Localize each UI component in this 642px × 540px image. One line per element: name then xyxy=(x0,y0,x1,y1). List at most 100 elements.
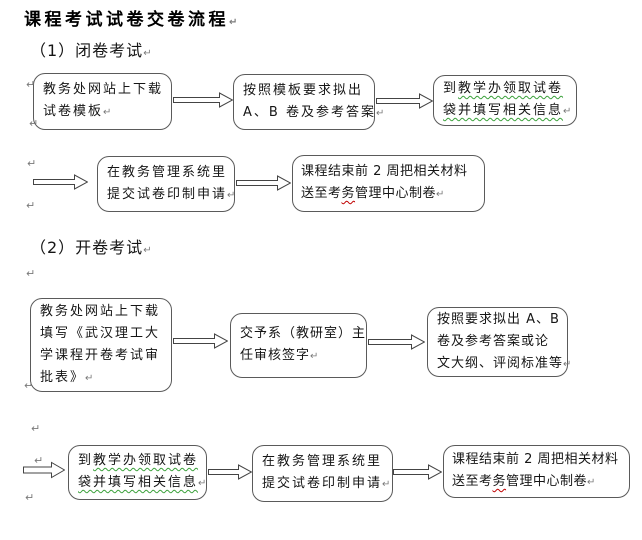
flow-box-line: 教务处网站上下载 xyxy=(40,301,162,323)
text-run: 到 xyxy=(443,81,459,96)
paragraph-mark-icon: ↵ xyxy=(382,479,391,490)
text-run-grammar-flagged: 教学办领取试卷 xyxy=(93,453,199,468)
flow-box-line: 送至考务管理中心制卷↵ xyxy=(301,183,476,206)
paragraph-mark-icon: ↵ xyxy=(198,478,207,489)
flow-box-line: 提交试卷印制申请↵ xyxy=(107,184,235,207)
text-run: 按照要求拟出 A、B xyxy=(437,311,560,327)
flow-box-line: 课程结束前 2 周把相关材料 xyxy=(452,449,621,471)
paragraph-mark-icon: ↵ xyxy=(29,117,39,130)
flow-arrow-right-icon xyxy=(376,92,433,110)
flow-arrow-right-icon xyxy=(23,461,65,479)
flow-box-line: 课程结束前 2 周把相关材料 xyxy=(301,161,476,183)
paragraph-mark-icon: ↵ xyxy=(563,358,572,370)
text-run: 提交试卷印制申请 xyxy=(107,186,228,202)
text-run-grammar-flagged: 教学办领取试卷 xyxy=(458,81,564,96)
text-run-grammar-flagged: 袋并填写相关信息 xyxy=(443,103,564,118)
section-heading-text: （1）闭卷考试 xyxy=(30,41,144,60)
flow-box-draft-ab-or-thesis: 按照要求拟出 A、B 卷及参考答案或论 文大纲、评阅标准等↵ xyxy=(427,307,571,377)
flow-box-submit-print-request-open: 在教务管理系统里 提交试卷印制申请↵ xyxy=(252,445,393,502)
flow-box-line: 填写《武汉理工大 xyxy=(40,323,162,345)
paragraph-mark-icon: ↵ xyxy=(34,454,44,467)
text-run: 任审核签字 xyxy=(240,348,311,363)
flow-box-line: 到教学办领取试卷 xyxy=(443,78,567,100)
text-run: 课程结束前 2 周把相关材料 xyxy=(452,452,619,467)
text-run: 在教务管理系统里 xyxy=(262,454,383,469)
flow-box-line: 学课程开卷考试审 xyxy=(40,345,162,367)
paragraph-mark-icon: ↵ xyxy=(143,245,152,256)
paragraph-mark-icon: ↵ xyxy=(375,107,385,119)
flow-box-deliver-materials-open: 课程结束前 2 周把相关材料 送至考务管理中心制卷↵ xyxy=(443,445,630,498)
page-title-text: 课程考试试卷交卷流程 xyxy=(24,10,229,30)
text-run: 交予系（教研室）主 xyxy=(240,326,367,341)
text-run: 批表》 xyxy=(40,369,86,385)
flow-box-line: 按照要求拟出 A、B xyxy=(437,309,560,331)
paragraph-mark-icon: ↵ xyxy=(229,17,238,28)
text-run: 试卷模板 xyxy=(43,104,104,119)
flow-box-line: 交予系（教研室）主 xyxy=(240,323,365,345)
paragraph-mark-icon: ↵ xyxy=(85,372,94,384)
flow-arrow-right-icon xyxy=(208,463,252,481)
flow-box-line: 袋并填写相关信息↵ xyxy=(443,100,571,123)
text-run: 填写《武汉理工大 xyxy=(40,325,161,341)
flow-box-line: 卷及参考答案或论 xyxy=(437,331,558,353)
flow-box-line: 送至考务管理中心制卷↵ xyxy=(452,471,621,494)
flow-arrow-right-icon xyxy=(173,91,233,109)
flow-box-line: 文大纲、评阅标准等↵ xyxy=(437,353,571,376)
text-run: 课程结束前 2 周把相关材料 xyxy=(301,164,468,179)
flow-box-line: A、B 卷及参考答案↵ xyxy=(243,102,384,125)
flow-box-line: 按照模板要求拟出 xyxy=(243,80,365,102)
text-run: 管理中心制卷 xyxy=(355,186,437,201)
text-run: 在教务管理系统里 xyxy=(107,164,228,180)
page-title: 课程考试试卷交卷流程↵ xyxy=(24,5,237,30)
paragraph-mark-icon: ↵ xyxy=(24,379,34,392)
flow-box-draft-ab-papers: 按照模板要求拟出 A、B 卷及参考答案↵ xyxy=(233,74,384,130)
paragraph-mark-icon: ↵ xyxy=(26,78,36,91)
flow-box-submit-print-request: 在教务管理系统里 提交试卷印制申请↵ xyxy=(97,156,235,212)
paragraph-mark-icon: ↵ xyxy=(310,351,319,362)
flow-arrow-right-icon xyxy=(393,463,442,481)
paragraph-mark-icon: ↵ xyxy=(25,491,35,504)
section-heading-open-exam: （2）开卷考试↵ xyxy=(30,234,152,258)
paragraph-mark-icon: ↵ xyxy=(26,267,36,280)
flow-box-collect-envelope-open: 到教学办领取试卷 袋并填写相关信息↵ xyxy=(68,445,207,500)
flow-box-line: 到教学办领取试卷 xyxy=(78,450,197,472)
text-run: 学课程开卷考试审 xyxy=(40,347,161,363)
flow-box-deliver-materials: 课程结束前 2 周把相关材料 送至考务管理中心制卷↵ xyxy=(292,155,485,212)
flow-box-line: 教务处网站上下载 xyxy=(43,79,162,101)
text-run: 文大纲、评阅标准等 xyxy=(437,355,564,371)
flow-box-line: 提交试卷印制申请↵ xyxy=(262,473,390,496)
paragraph-mark-icon: ↵ xyxy=(27,157,37,170)
text-run: 按照模板要求拟出 xyxy=(243,82,364,98)
section-heading-text: （2）开卷考试 xyxy=(30,238,144,257)
flow-box-download-approval-form: 教务处网站上下载 填写《武汉理工大 学课程开卷考试审 批表》↵ xyxy=(30,298,172,392)
flow-arrow-right-icon xyxy=(236,174,291,192)
flow-box-line: 在教务管理系统里 xyxy=(107,162,225,184)
paragraph-mark-icon: ↵ xyxy=(436,189,445,200)
flow-box-line: 袋并填写相关信息↵ xyxy=(78,472,206,495)
flow-arrow-right-icon xyxy=(33,173,88,191)
text-run: 教务处网站上下载 xyxy=(43,82,164,97)
paragraph-mark-icon: ↵ xyxy=(227,189,236,201)
paragraph-mark-icon: ↵ xyxy=(587,477,596,488)
text-run: A、B 卷及参考答案 xyxy=(243,104,376,120)
flow-box-download-template: 教务处网站上下载 试卷模板↵ xyxy=(33,73,172,130)
flow-box-line: 试卷模板↵ xyxy=(43,101,162,124)
text-run: 提交试卷印制申请 xyxy=(262,476,383,491)
paragraph-mark-icon: ↵ xyxy=(563,106,572,117)
flow-box-line: 在教务管理系统里 xyxy=(262,451,383,473)
text-run: 卷及参考答案或论 xyxy=(437,333,550,349)
text-run-spelling-flagged: 务 xyxy=(341,186,356,201)
section-heading-closed-exam: （1）闭卷考试↵ xyxy=(30,37,152,61)
paragraph-mark-icon: ↵ xyxy=(26,199,36,212)
paragraph-mark-icon: ↵ xyxy=(103,107,112,118)
paragraph-mark-icon: ↵ xyxy=(31,422,41,435)
flow-arrow-right-icon xyxy=(173,332,228,350)
text-run: 送至考 xyxy=(301,186,342,201)
text-run: 管理中心制卷 xyxy=(506,474,588,489)
text-run-grammar-flagged: 袋并填写相关信息 xyxy=(78,475,199,490)
text-run: 到 xyxy=(78,453,94,468)
text-run-spelling-flagged: 务 xyxy=(492,474,507,489)
text-run: 送至考 xyxy=(452,474,493,489)
flow-box-line: 任审核签字↵ xyxy=(240,345,357,368)
